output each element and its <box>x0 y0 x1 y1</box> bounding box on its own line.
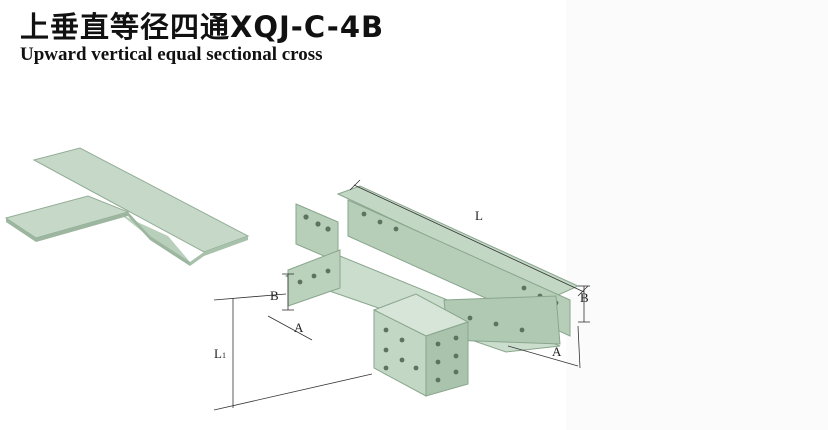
product-title-chinese: 上垂直等径四通XQJ-C-4B <box>20 10 385 44</box>
product-title-english: Upward vertical equal sectional cross <box>20 44 323 65</box>
background-panel <box>566 0 828 430</box>
dim-label-A-right: A <box>552 344 562 359</box>
cover-plate <box>4 147 250 266</box>
cross-tray <box>284 185 580 397</box>
dim-label-A-left: A <box>294 320 304 335</box>
dim-label-L: L <box>475 208 483 223</box>
dim-label-B-right: B <box>580 290 589 305</box>
dim-label-B-left: B <box>270 288 279 303</box>
dim-line-A-right <box>507 345 579 367</box>
dim-line-L <box>353 184 585 293</box>
dimension-lines <box>213 179 590 411</box>
vertical-branch-side <box>425 321 469 397</box>
dim-line-A-left <box>267 315 313 341</box>
dim-label-L1: L1 <box>214 346 226 361</box>
